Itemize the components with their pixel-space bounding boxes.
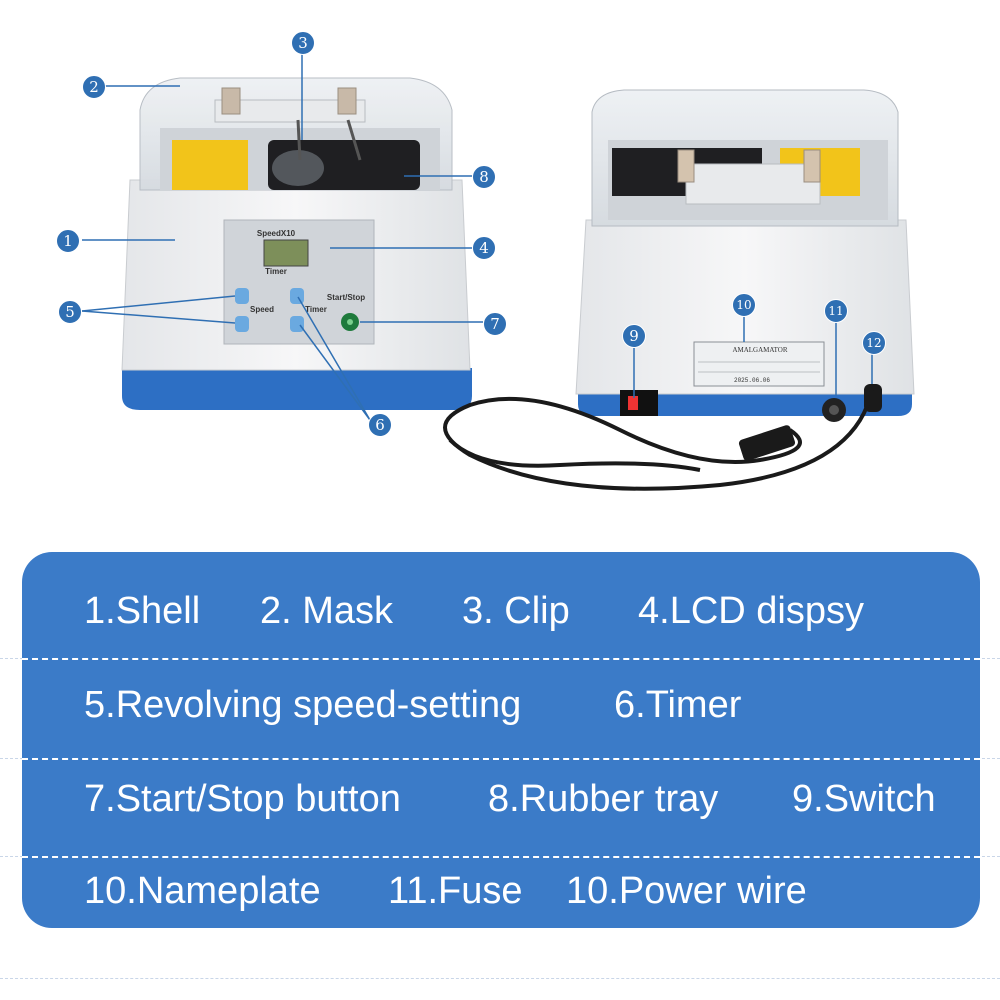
legend-row: 5.Revolving speed-setting 6.Timer bbox=[62, 684, 980, 744]
nameplate-date: 2025.06.06 bbox=[734, 377, 770, 384]
timer-down-button[interactable] bbox=[290, 316, 304, 332]
product-illustration: SpeedX10 Timer Speed Timer Start/Stop AM… bbox=[81, 52, 915, 491]
power-wire bbox=[443, 389, 874, 491]
front-view-machine: SpeedX10 Timer Speed Timer Start/Stop bbox=[121, 77, 472, 410]
callout-1: 1 bbox=[56, 229, 80, 253]
legend-item-shell: 1.Shell bbox=[84, 590, 201, 632]
timer-display-label: Timer bbox=[265, 267, 287, 276]
timer-up-button[interactable] bbox=[290, 288, 304, 304]
speed-x10-label: SpeedX10 bbox=[257, 229, 296, 238]
legend-item-start-stop: 7.Start/Stop button bbox=[84, 778, 401, 820]
callout-11: 11 bbox=[824, 299, 848, 323]
nameplate bbox=[693, 341, 825, 387]
callout-5: 5 bbox=[58, 300, 82, 324]
page-divider bbox=[0, 978, 1000, 979]
legend-divider bbox=[22, 658, 980, 660]
legend-panel bbox=[22, 552, 980, 928]
back-view-machine: AMALGAMATOR 2025.06.06 bbox=[575, 89, 915, 422]
speed-down-button[interactable] bbox=[235, 316, 249, 332]
warning-label bbox=[172, 140, 248, 190]
legend-item-fuse: 11.Fuse bbox=[388, 870, 523, 912]
legend-divider bbox=[22, 758, 980, 760]
legend-item-clip: 3. Clip bbox=[462, 590, 570, 632]
legend-item-power-wire: 10.Power wire bbox=[566, 870, 807, 912]
callout-12: 12 bbox=[862, 331, 886, 355]
callout-8: 8 bbox=[472, 165, 496, 189]
legend-row: 7.Start/Stop button 8.Rubber tray 9.Swit… bbox=[62, 778, 980, 838]
callout-6: 6 bbox=[368, 413, 392, 437]
lcd-display bbox=[263, 239, 309, 267]
legend-item-lcd: 4.LCD dispsy bbox=[638, 590, 864, 632]
clip bbox=[296, 119, 362, 161]
legend-item-switch: 9.Switch bbox=[792, 778, 936, 820]
legend-item-nameplate: 10.Nameplate bbox=[84, 870, 321, 912]
callout-10: 10 bbox=[732, 293, 756, 317]
callout-2: 2 bbox=[82, 75, 106, 99]
callout-9: 9 bbox=[622, 324, 646, 348]
power-switch[interactable] bbox=[620, 390, 658, 416]
legend-item-rubber-tray: 8.Rubber tray bbox=[488, 778, 719, 820]
power-plug bbox=[738, 425, 796, 461]
legend-item-speed: 5.Revolving speed-setting bbox=[84, 684, 522, 726]
legend-row: 10.Nameplate 11.Fuse 10.Power wire bbox=[62, 870, 980, 930]
nameplate-title: AMALGAMATOR bbox=[732, 346, 787, 354]
callout-4: 4 bbox=[472, 236, 496, 260]
timer-button-label: Timer bbox=[305, 305, 327, 314]
callout-3: 3 bbox=[291, 31, 315, 55]
legend-row: 1.Shell 2. Mask 3. Clip 4.LCD dispsy bbox=[62, 590, 980, 650]
legend-divider bbox=[22, 856, 980, 858]
callout-7: 7 bbox=[483, 312, 507, 336]
legend-item-timer: 6.Timer bbox=[614, 684, 742, 726]
start-stop-label: Start/Stop bbox=[327, 293, 365, 302]
speed-button-label: Speed bbox=[250, 305, 274, 314]
speed-up-button[interactable] bbox=[235, 288, 249, 304]
legend-item-mask: 2. Mask bbox=[260, 590, 394, 632]
